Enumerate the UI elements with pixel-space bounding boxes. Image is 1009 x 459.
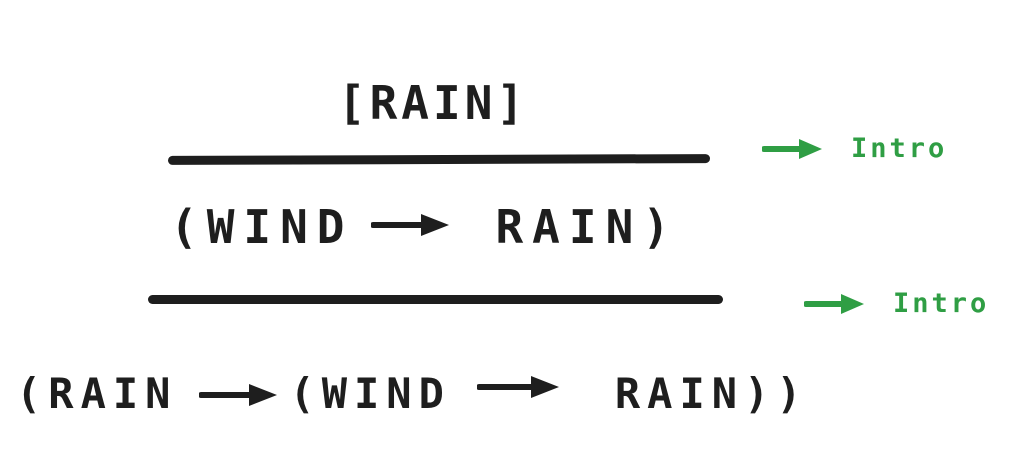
conclusion-formula: (RAIN (WIND RAIN)) <box>16 369 809 418</box>
assumption-formula: [RAIN] <box>337 76 529 130</box>
rule-annotation-1: Intro <box>762 133 947 164</box>
formula-text: RAIN)) <box>614 369 809 418</box>
inference-line-2 <box>148 295 723 304</box>
rule-annotation-2: Intro <box>804 288 989 319</box>
step1-formula: (WIND RAIN) <box>170 200 679 254</box>
implies-arrow-icon <box>476 375 559 398</box>
formula-text: (WIND <box>289 369 451 418</box>
formula-text: (RAIN <box>16 369 178 418</box>
rule-arrow-icon <box>762 138 822 159</box>
rule-label: Intro <box>893 288 990 319</box>
formula-text: RAIN) <box>495 200 679 254</box>
inference-line-1 <box>167 154 711 165</box>
implies-arrow-icon <box>199 383 278 406</box>
rule-arrow-icon <box>804 293 864 314</box>
implies-arrow-icon <box>371 214 450 236</box>
rule-label: Intro <box>851 133 948 164</box>
formula-text: (WIND <box>170 200 354 254</box>
